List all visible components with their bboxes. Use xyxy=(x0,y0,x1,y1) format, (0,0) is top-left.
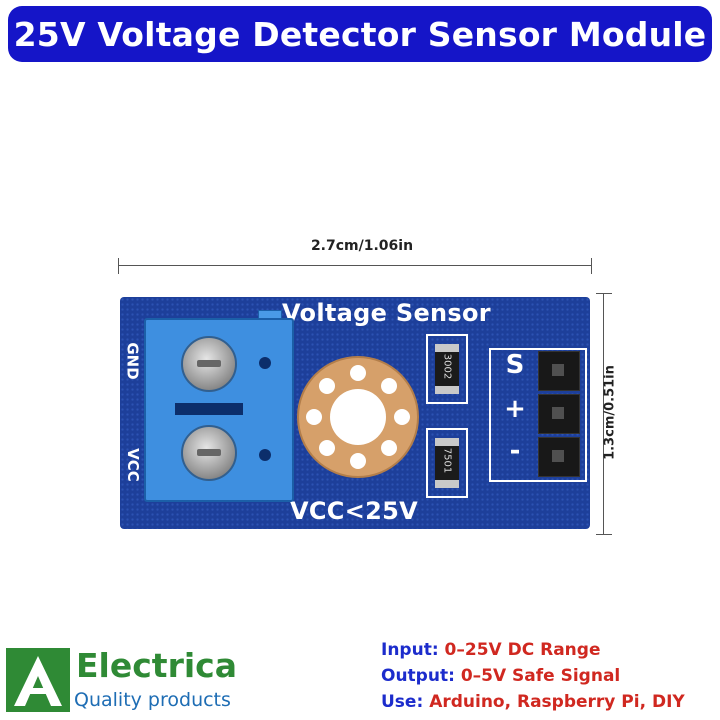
spec-output: Output: 0–5V Safe Signal xyxy=(381,666,620,686)
width-dimension-line xyxy=(118,265,592,266)
resistor-r2: 7501 xyxy=(426,428,468,498)
pad-via xyxy=(306,409,322,425)
positive-pin-label: + xyxy=(504,394,526,424)
page-title: 25V Voltage Detector Sensor Module xyxy=(13,14,707,54)
title-banner: 25V Voltage Detector Sensor Module xyxy=(8,6,712,62)
spec-key: Use: xyxy=(381,692,424,712)
screw-slot xyxy=(197,360,221,367)
resistor-code: 7501 xyxy=(441,447,453,474)
height-dimension-label: 1.3cm/0.51in xyxy=(602,365,618,460)
screw-icon xyxy=(181,425,237,481)
header-pin xyxy=(538,394,580,434)
mounting-hole xyxy=(330,389,386,445)
spec-value: Arduino, Raspberry Pi, DIY xyxy=(429,692,685,712)
header-pin xyxy=(538,351,580,391)
pad-via xyxy=(381,378,397,394)
spec-key: Input: xyxy=(381,640,439,660)
terminal-wire-hole xyxy=(259,449,271,461)
pad-via xyxy=(381,440,397,456)
gnd-silkscreen-label: GND xyxy=(123,342,142,380)
resistor-cap xyxy=(435,386,459,394)
width-dimension-cap-left xyxy=(118,258,119,274)
brand-name: Electrica xyxy=(76,646,237,685)
pin-core xyxy=(552,407,564,419)
pad-via xyxy=(319,378,335,394)
resistor-cap xyxy=(435,438,459,446)
electrica-logo-icon xyxy=(6,648,70,712)
resistor-code: 3002 xyxy=(441,353,453,380)
resistor-cap xyxy=(435,480,459,488)
resistor-cap xyxy=(435,344,459,352)
pin-header-outline xyxy=(489,348,587,482)
spec-key: Output: xyxy=(381,666,455,686)
pad-via xyxy=(319,440,335,456)
resistor-r1: 3002 xyxy=(426,334,468,404)
voltage-limit-label: VCC<25V xyxy=(290,497,418,525)
pad-via xyxy=(394,409,410,425)
brand-tagline: Quality products xyxy=(74,689,231,711)
board-title: Voltage Sensor xyxy=(282,299,491,327)
pin-core xyxy=(552,364,564,376)
height-dimension-cap-top xyxy=(596,293,612,294)
width-dimension-label: 2.7cm/1.06in xyxy=(310,238,414,254)
signal-pin-label: S xyxy=(505,350,525,380)
terminal-wire-hole xyxy=(259,357,271,369)
spec-value: 0–25V DC Range xyxy=(444,640,601,660)
height-dimension-line xyxy=(603,293,604,535)
mounting-pad xyxy=(297,356,419,478)
resistor-body: 7501 xyxy=(435,438,459,488)
pad-via xyxy=(350,365,366,381)
header-pin xyxy=(538,437,580,477)
spec-use: Use: Arduino, Raspberry Pi, DIY xyxy=(381,692,685,712)
pin-core xyxy=(552,450,564,462)
screw-icon xyxy=(181,336,237,392)
spec-value: 0–5V Safe Signal xyxy=(460,666,621,686)
negative-pin-label: - xyxy=(509,436,521,466)
terminal-divider xyxy=(175,403,243,415)
pad-via xyxy=(350,453,366,469)
screw-slot xyxy=(197,449,221,456)
resistor-body: 3002 xyxy=(435,344,459,394)
height-dimension-cap-bottom xyxy=(596,534,612,535)
spec-input: Input: 0–25V DC Range xyxy=(381,640,600,660)
width-dimension-cap-right xyxy=(591,258,592,274)
vcc-silkscreen-label: VCC xyxy=(123,448,142,482)
